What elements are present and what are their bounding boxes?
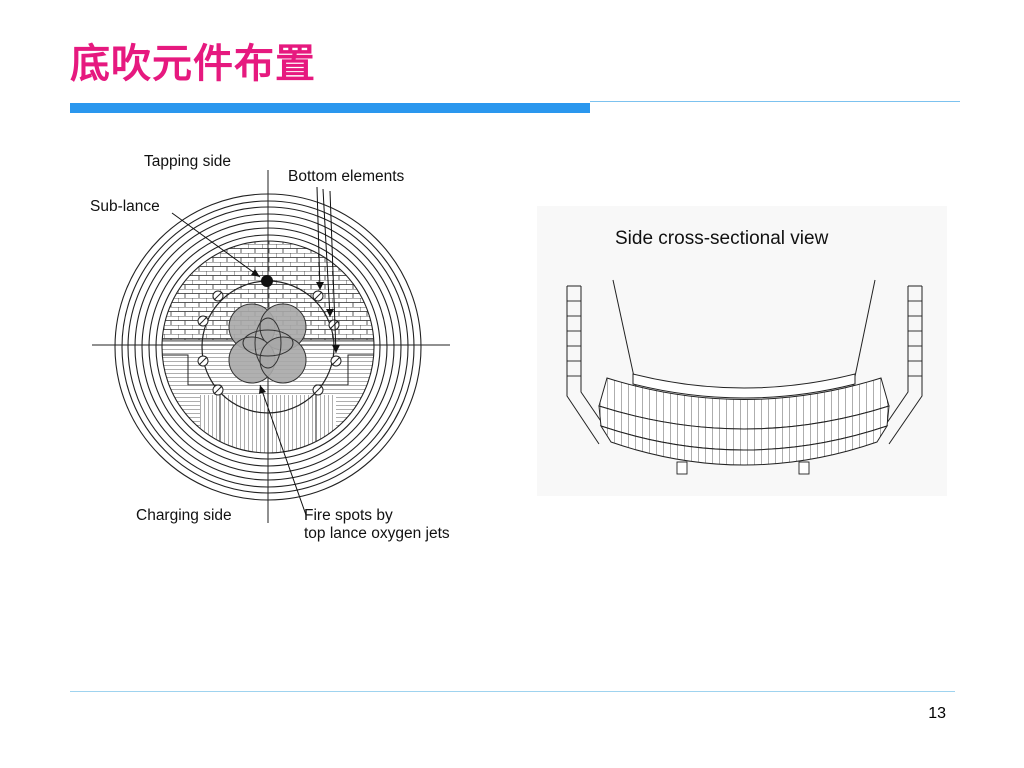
label-sub-lance: Sub-lance bbox=[90, 198, 160, 215]
sub-lance-marker bbox=[261, 275, 273, 287]
section-view-diagram: Side cross-sectional view bbox=[537, 206, 947, 496]
slide-title: 底吹元件布置 bbox=[70, 41, 316, 87]
page-number: 13 bbox=[928, 705, 946, 722]
title-underline-thin bbox=[590, 101, 960, 102]
leader-lines bbox=[171, 186, 337, 516]
bottom-element-markers bbox=[197, 290, 342, 396]
section-walls bbox=[566, 279, 923, 445]
label-bottom-elements: Bottom elements bbox=[288, 168, 405, 185]
label-fire-spots-line1: Fire spots by bbox=[304, 507, 393, 524]
section-bottom-lining bbox=[598, 373, 890, 466]
section-view-title: Side cross-sectional view bbox=[615, 228, 829, 249]
label-fire-spots-line2: top lance oxygen jets bbox=[304, 525, 450, 542]
footer-divider bbox=[70, 691, 955, 692]
title-underline-bar bbox=[70, 103, 590, 113]
plan-view-diagram: Tapping side Bottom elements Sub-lance C… bbox=[90, 153, 450, 542]
label-tapping-side: Tapping side bbox=[144, 153, 231, 170]
fire-spots bbox=[228, 303, 307, 384]
label-charging-side: Charging side bbox=[136, 507, 232, 524]
